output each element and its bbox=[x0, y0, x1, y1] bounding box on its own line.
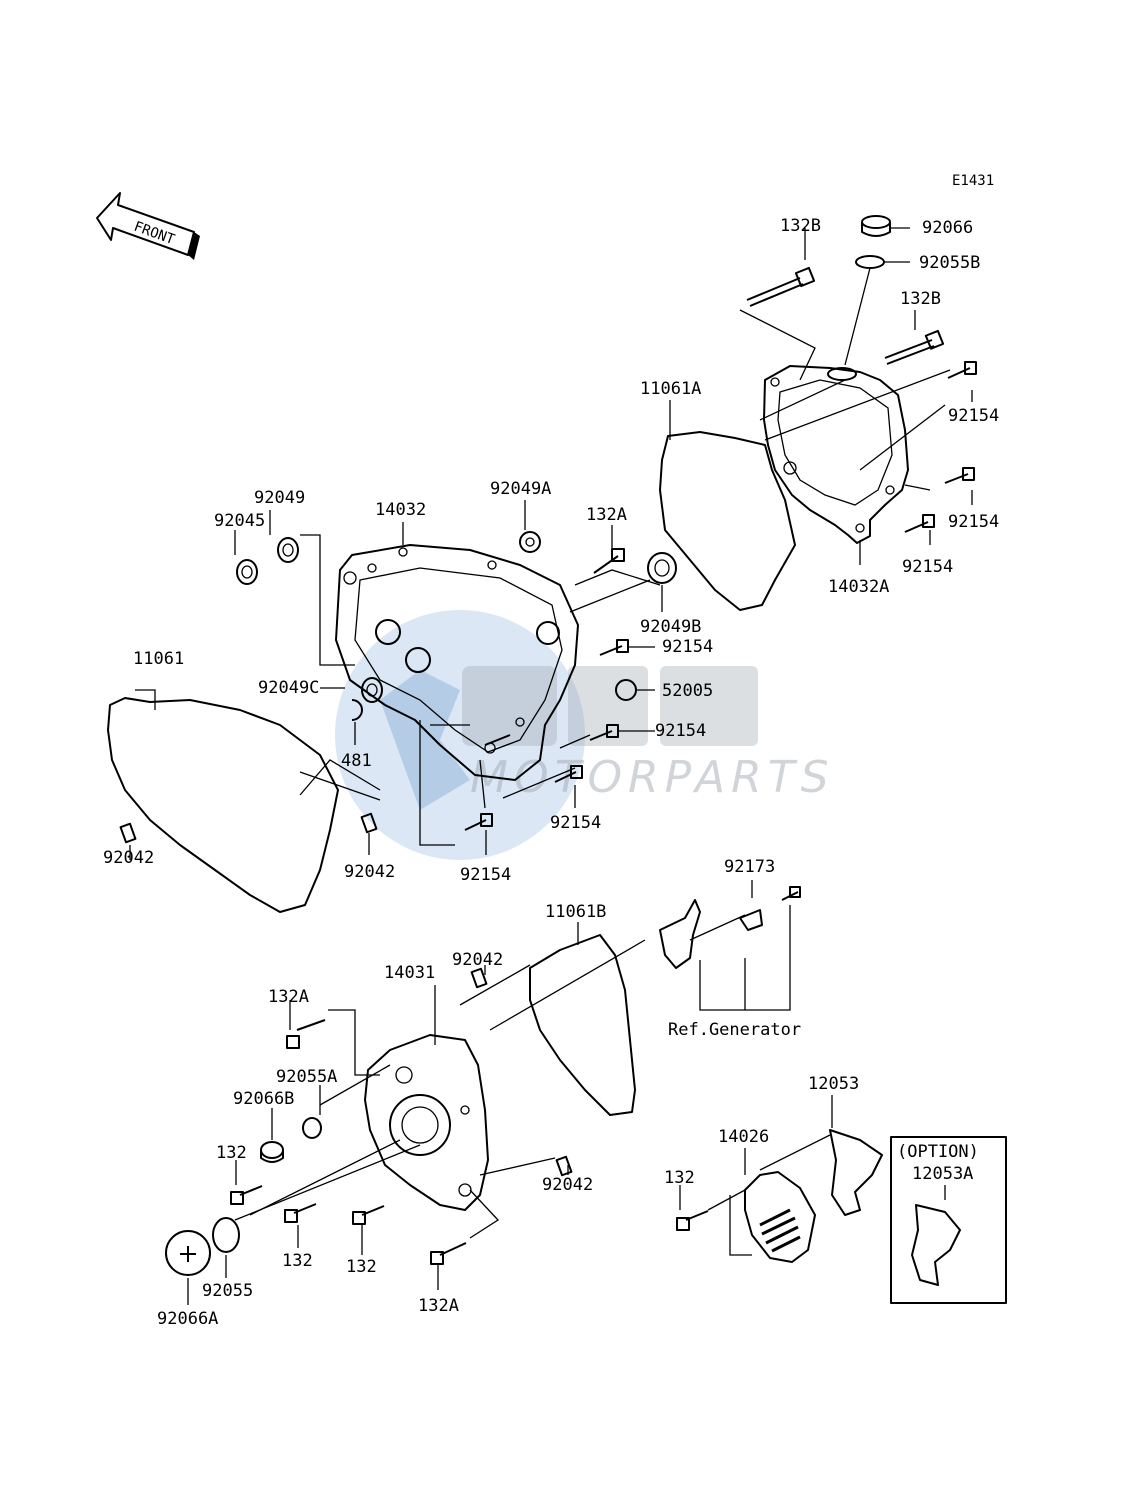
label-92154-r3: 92154 bbox=[902, 557, 953, 577]
label-14032a: 14032A bbox=[828, 577, 889, 597]
label-14031: 14031 bbox=[384, 963, 435, 983]
plug-92066 bbox=[861, 215, 891, 237]
label-132b-a: 132B bbox=[780, 216, 821, 236]
label-11061a: 11061A bbox=[640, 379, 701, 399]
label-92049b: 92049B bbox=[640, 617, 701, 637]
label-11061b: 11061B bbox=[545, 902, 606, 922]
oring-92055a bbox=[302, 1117, 322, 1139]
front-arrow-icon: FRONT bbox=[96, 192, 200, 260]
gasket-11061a bbox=[659, 431, 796, 611]
watermark: MOTORPARTS bbox=[335, 610, 835, 860]
label-92173: 92173 bbox=[724, 857, 775, 877]
label-132b-b: 132B bbox=[900, 289, 941, 309]
label-132a-left: 132A bbox=[268, 987, 309, 1007]
sprocket-cover-14026 bbox=[744, 1171, 816, 1263]
watermark-subtext: MOTORPARTS bbox=[470, 752, 835, 803]
label-92049: 92049 bbox=[254, 488, 305, 508]
label-481: 481 bbox=[341, 751, 372, 771]
generator-cover-14031 bbox=[364, 1034, 489, 1211]
ref-generator-note: Ref.Generator bbox=[668, 1020, 801, 1040]
gasket-11061 bbox=[107, 697, 339, 913]
label-132-d: 132 bbox=[664, 1168, 695, 1188]
bolt-132b-top bbox=[746, 266, 816, 307]
clutch-cover-outer bbox=[763, 365, 909, 544]
oil-seal-92049 bbox=[277, 537, 299, 563]
option-box-title: (OPTION) bbox=[897, 1142, 979, 1162]
bolts-lower bbox=[230, 1019, 709, 1265]
label-92066: 92066 bbox=[922, 218, 973, 238]
oil-seal-92049c bbox=[361, 677, 383, 703]
label-11061: 11061 bbox=[133, 649, 184, 669]
label-92154-r1: 92154 bbox=[948, 406, 999, 426]
label-92042-center: 92042 bbox=[452, 950, 503, 970]
label-92154-r2: 92154 bbox=[948, 512, 999, 532]
bearing-92045 bbox=[236, 559, 258, 585]
bolts-92154-middle bbox=[464, 639, 629, 831]
label-92045: 92045 bbox=[214, 511, 265, 531]
bolts-92154-right bbox=[904, 361, 977, 533]
label-92042-left: 92042 bbox=[103, 848, 154, 868]
label-92042-mid: 92042 bbox=[344, 862, 395, 882]
oring-92055 bbox=[212, 1217, 240, 1253]
label-52005: 52005 bbox=[662, 681, 713, 701]
bolt-132b-right bbox=[884, 329, 945, 365]
label-92055: 92055 bbox=[202, 1281, 253, 1301]
plug-92066a bbox=[165, 1230, 211, 1276]
label-14026: 14026 bbox=[718, 1127, 769, 1147]
leader-lines bbox=[129, 227, 973, 1305]
label-92154-m4: 92154 bbox=[460, 865, 511, 885]
label-92055a: 92055A bbox=[276, 1067, 337, 1087]
label-132-a: 132 bbox=[216, 1143, 247, 1163]
label-132a-top: 132A bbox=[586, 505, 627, 525]
guard-12053 bbox=[829, 1129, 883, 1216]
oring-92055b bbox=[855, 255, 885, 269]
label-92154-m1: 92154 bbox=[662, 637, 713, 657]
bolt-132a-top bbox=[593, 548, 625, 574]
label-92066b: 92066B bbox=[233, 1089, 294, 1109]
label-92042-bottom: 92042 bbox=[542, 1175, 593, 1195]
plug-92066b bbox=[260, 1141, 284, 1163]
option-box-part: 12053A bbox=[912, 1164, 973, 1184]
label-92049c: 92049C bbox=[258, 678, 319, 698]
label-132-c: 132 bbox=[346, 1257, 377, 1277]
oil-seal-92049b bbox=[647, 552, 677, 584]
clutch-cover-14032 bbox=[335, 544, 579, 781]
label-92154-m2: 92154 bbox=[655, 721, 706, 741]
guard-12053a bbox=[911, 1204, 961, 1286]
option-box bbox=[890, 1136, 1007, 1304]
label-132-b: 132 bbox=[282, 1251, 313, 1271]
label-92049a: 92049A bbox=[490, 479, 551, 499]
label-14032: 14032 bbox=[375, 500, 426, 520]
generator-harness-ref bbox=[659, 886, 801, 969]
dowel-pins-92042 bbox=[119, 812, 573, 1177]
label-92154-m3: 92154 bbox=[550, 813, 601, 833]
gasket-11061b bbox=[529, 934, 636, 1116]
circlip-481 bbox=[351, 699, 363, 721]
label-132a-bottom: 132A bbox=[418, 1296, 459, 1316]
oil-seal-92049a bbox=[519, 531, 541, 553]
label-12053: 12053 bbox=[808, 1074, 859, 1094]
label-92066a: 92066A bbox=[157, 1309, 218, 1329]
label-92055b: 92055B bbox=[919, 253, 980, 273]
diagram-code: E1431 bbox=[952, 173, 994, 189]
